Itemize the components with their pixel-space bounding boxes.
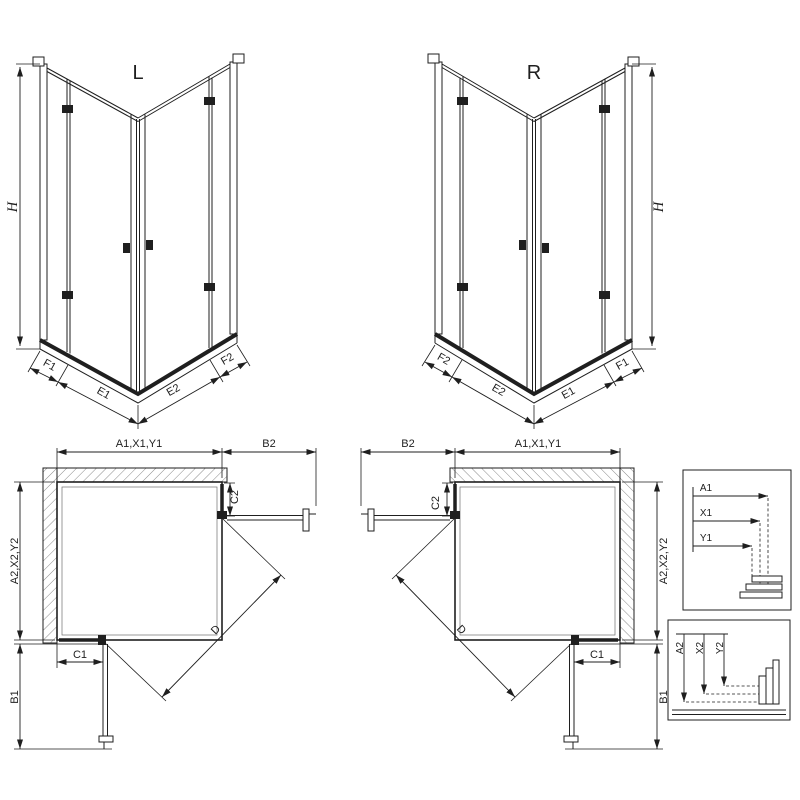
- plan-dim-c1: C1: [73, 649, 87, 661]
- dim-label-e1: E1: [560, 385, 578, 402]
- profile-section-steps: [739, 575, 783, 599]
- dim-label-e1: E1: [95, 385, 113, 402]
- dim-label-e2: E2: [490, 382, 508, 399]
- detail-label-x2: X2: [695, 641, 706, 654]
- front-view-left: L H F1 E1 E2 F2: [5, 54, 250, 429]
- dim-label-f1: F1: [614, 356, 631, 373]
- front-view-right: R H F2 E2 E1 F1: [422, 54, 667, 429]
- plan-view-right: A1,X1,Y1 B2 C2 A2,X2,Y2 D C1 B1: [361, 438, 670, 749]
- detail-depth-reference: A2 X2 Y2: [667, 619, 791, 721]
- detail-label-x1: X1: [700, 508, 713, 519]
- height-label: H: [651, 200, 667, 213]
- plan-right-geometry: [361, 448, 663, 749]
- dim-label-f2: F2: [219, 351, 236, 368]
- dim-label-f2: F2: [435, 351, 452, 368]
- plan-dim-a1x1y1: A1,X1,Y1: [116, 438, 162, 450]
- profile-section-steps: [758, 659, 780, 705]
- front-right-geometry: [422, 54, 656, 429]
- dim-label-f1: F1: [41, 357, 58, 374]
- plan-dim-c2: C2: [229, 490, 241, 504]
- plan-left-geometry: [14, 448, 316, 749]
- detail-label-y1: Y1: [700, 533, 713, 544]
- version-label-left: L: [132, 62, 143, 84]
- plan-dim-a2x2y2: A2,X2,Y2: [658, 538, 670, 584]
- plan-dim-b1: B1: [9, 690, 21, 703]
- version-label-right: R: [527, 62, 541, 84]
- plan-dim-c2: C2: [430, 496, 442, 510]
- height-label: H: [5, 200, 21, 213]
- plan-dim-a2x2y2: A2,X2,Y2: [9, 538, 21, 584]
- plan-dim-a1x1y1: A1,X1,Y1: [515, 438, 561, 450]
- plan-dim-b2: B2: [401, 438, 414, 450]
- plan-dim-c1: C1: [590, 649, 604, 661]
- plan-view-left: A1,X1,Y1 B2 C2 A2,X2,Y2 D C1 B1: [9, 438, 316, 749]
- detail-reference-dashes: [686, 685, 773, 703]
- plan-dim-b1: B1: [658, 690, 670, 703]
- detail-label-a2: A2: [675, 641, 686, 654]
- plan-dim-b2: B2: [262, 438, 275, 450]
- dim-label-e2: E2: [165, 382, 183, 399]
- detail-label-y2: Y2: [715, 641, 726, 654]
- detail-label-a1: A1: [700, 483, 713, 494]
- detail-width-reference: A1 X1 Y1: [682, 469, 792, 611]
- sill-profile-lines: [672, 709, 786, 715]
